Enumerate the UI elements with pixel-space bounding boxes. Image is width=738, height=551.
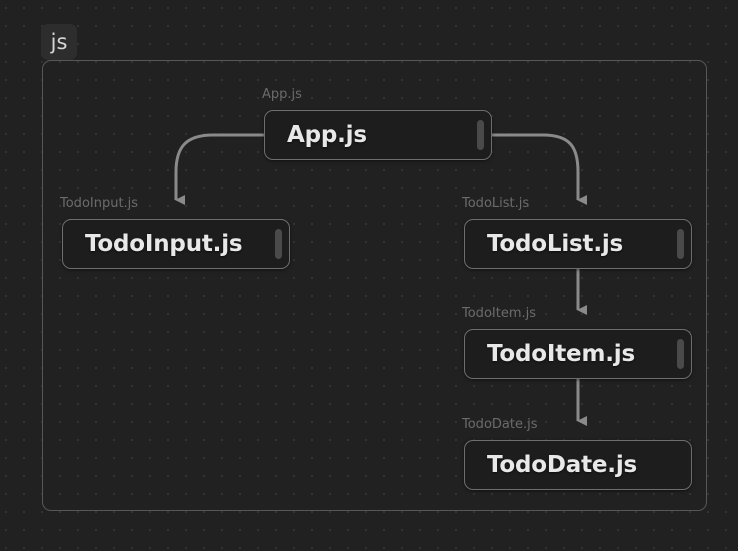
node-title-todoinput: TodoInput.js — [85, 231, 243, 257]
group-container-js[interactable] — [42, 60, 707, 511]
group-tag-js[interactable]: js — [41, 24, 77, 60]
group-tag-label: js — [50, 30, 68, 54]
node-resize-handle-app[interactable] — [477, 120, 484, 150]
node-title-todoitem: TodoItem.js — [487, 341, 635, 367]
node-resize-handle-todoitem[interactable] — [677, 339, 684, 369]
node-app[interactable]: App.js — [264, 110, 492, 160]
node-label-app: App.js — [262, 87, 302, 102]
node-label-todolist: TodoList.js — [462, 196, 530, 211]
node-todoinput[interactable]: TodoInput.js — [62, 219, 290, 269]
node-todolist[interactable]: TodoList.js — [464, 219, 692, 269]
node-todoitem[interactable]: TodoItem.js — [464, 329, 692, 379]
node-label-todoitem: TodoItem.js — [462, 306, 537, 321]
node-title-app: App.js — [287, 122, 367, 148]
node-title-tododate: TodoDate.js — [487, 452, 638, 478]
node-resize-handle-todoinput[interactable] — [275, 229, 282, 259]
node-title-todolist: TodoList.js — [487, 231, 624, 257]
node-label-tododate: TodoDate.js — [462, 417, 538, 432]
node-label-todoinput: TodoInput.js — [60, 196, 139, 211]
node-tododate[interactable]: TodoDate.js — [464, 440, 692, 490]
node-resize-handle-todolist[interactable] — [677, 229, 684, 259]
